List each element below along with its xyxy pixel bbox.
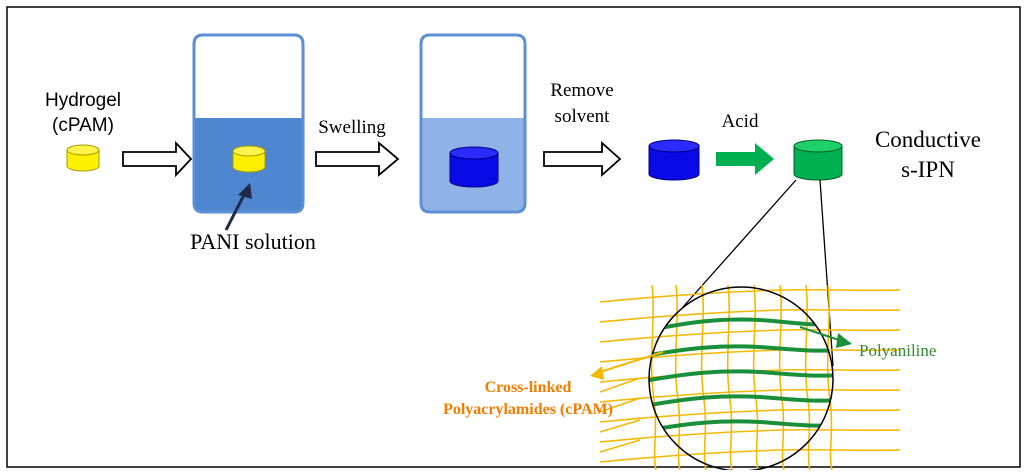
network-yellow-mesh [599,284,901,471]
cpam-label-line1: Cross-linked [485,379,572,396]
remove-solvent-label-line1: Remove [550,80,613,101]
polyaniline-label: Polyaniline [859,341,936,360]
arrow-to-beaker [122,140,193,178]
acid-label: Acid [722,111,759,132]
figure-border [6,6,1021,468]
remove-solvent-label-line2: solvent [555,106,611,127]
arrow-acid [716,143,774,175]
arrow-swelling [315,141,400,177]
cpam-label-line2: Polyacrylamides (cPAM) [443,401,613,418]
swelling-label: Swelling [318,117,386,138]
dried-gel-cylinder [648,139,700,181]
conductive-cylinder [793,139,843,181]
pani-solution-label: PANI solution [190,229,316,254]
hydrogel-in-solution [232,145,266,173]
network-green-chains [649,317,833,432]
conductive-label-line1: Conductive [875,127,981,152]
pani-pointer-arrow [224,183,252,231]
arrow-remove-solvent [543,140,622,178]
zoom-line-right [819,179,834,367]
zoom-line-left [682,179,797,308]
swollen-gel-cylinder [449,146,499,188]
conductive-label-line2: s-IPN [901,157,955,182]
hydrogel-label-line2: (cPAM) [52,115,114,136]
hydrogel-label-line1: Hydrogel [45,90,121,111]
polyaniline-arrow [799,326,852,348]
hydrogel-cylinder [66,144,100,172]
cpam-arrow [590,351,664,380]
